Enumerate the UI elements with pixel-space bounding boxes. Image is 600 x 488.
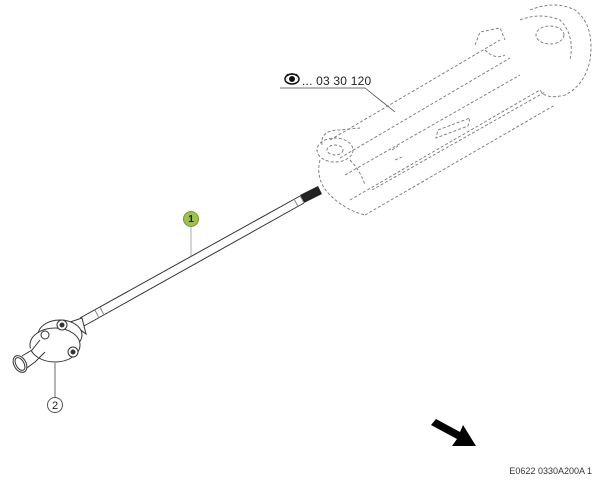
reference-label[interactable]: ... 03 30 120 <box>302 74 372 88</box>
callout-2[interactable]: 2 <box>47 397 63 413</box>
universal-joint <box>12 317 87 373</box>
direction-arrow-icon <box>431 419 476 446</box>
axle-housing <box>316 4 592 216</box>
callout-1[interactable]: 1 <box>183 211 199 227</box>
leader-lines <box>54 87 396 397</box>
axle-shaft <box>79 195 305 327</box>
drawing-code: E0622 0330A200A 1 <box>509 466 592 476</box>
shaft-spline-end <box>299 186 322 204</box>
eye-icon <box>284 73 300 85</box>
